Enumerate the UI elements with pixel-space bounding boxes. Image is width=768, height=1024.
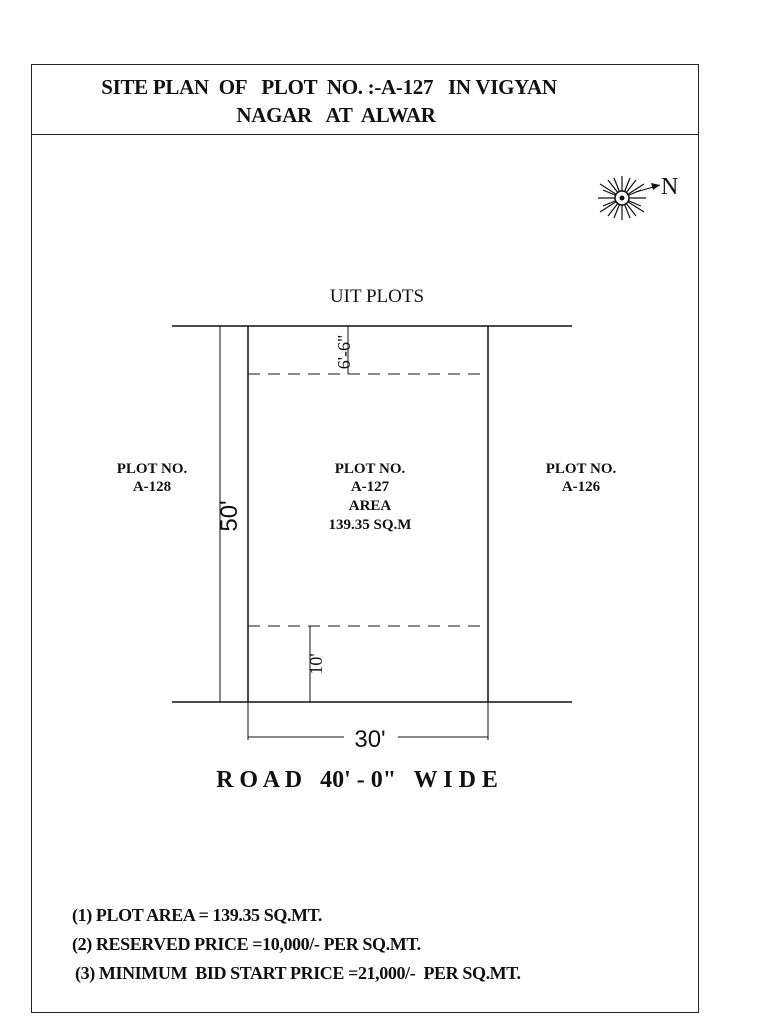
right-plot-label-line-1: PLOT NO. (546, 461, 617, 477)
front-setback-label: 6'-6" (334, 335, 354, 370)
plot-boundary (172, 325, 572, 703)
width-dimension (247, 702, 489, 740)
rear-setback-label: 10' (306, 653, 326, 674)
main-plot-area-value: 139.35 SQ.M (329, 517, 412, 533)
left-plot-label-line-1: PLOT NO. (117, 461, 188, 477)
north-arrow-icon (598, 176, 661, 220)
title-line-1: SITE PLAN OF PLOT NO. :-A-127 IN VIGYAN (101, 75, 557, 99)
north-label: N (661, 174, 678, 200)
setback-lines (248, 373, 488, 627)
note-1: (1) PLOT AREA = 139.35 SQ.MT. (72, 905, 323, 925)
width-dimension-label: 30' (354, 726, 385, 753)
note-3: (3) MINIMUM BID START PRICE =21,000/- PE… (75, 963, 521, 983)
title-block: SITE PLAN OF PLOT NO. :-A-127 IN VIGYAN … (32, 65, 698, 135)
left-plot-label-line-2: A-128 (133, 479, 171, 495)
drawing-frame: SITE PLAN OF PLOT NO. :-A-127 IN VIGYAN … (31, 64, 699, 1013)
main-plot-label-line-1: PLOT NO. (335, 461, 406, 477)
depth-dimension-label: 50' (216, 500, 243, 531)
main-plot-label-line-3: AREA (349, 498, 392, 514)
title-line-2: NAGAR AT ALWAR (236, 103, 436, 127)
right-plot-label-line-2: A-126 (562, 479, 601, 495)
top-neighbour-label: UIT PLOTS (330, 286, 424, 307)
road-label: R O A D 40' - 0" W I D E (216, 767, 498, 793)
note-2: (2) RESERVED PRICE =10,000/- PER SQ.MT. (72, 934, 421, 954)
main-plot-label-line-2: A-127 (351, 479, 390, 495)
